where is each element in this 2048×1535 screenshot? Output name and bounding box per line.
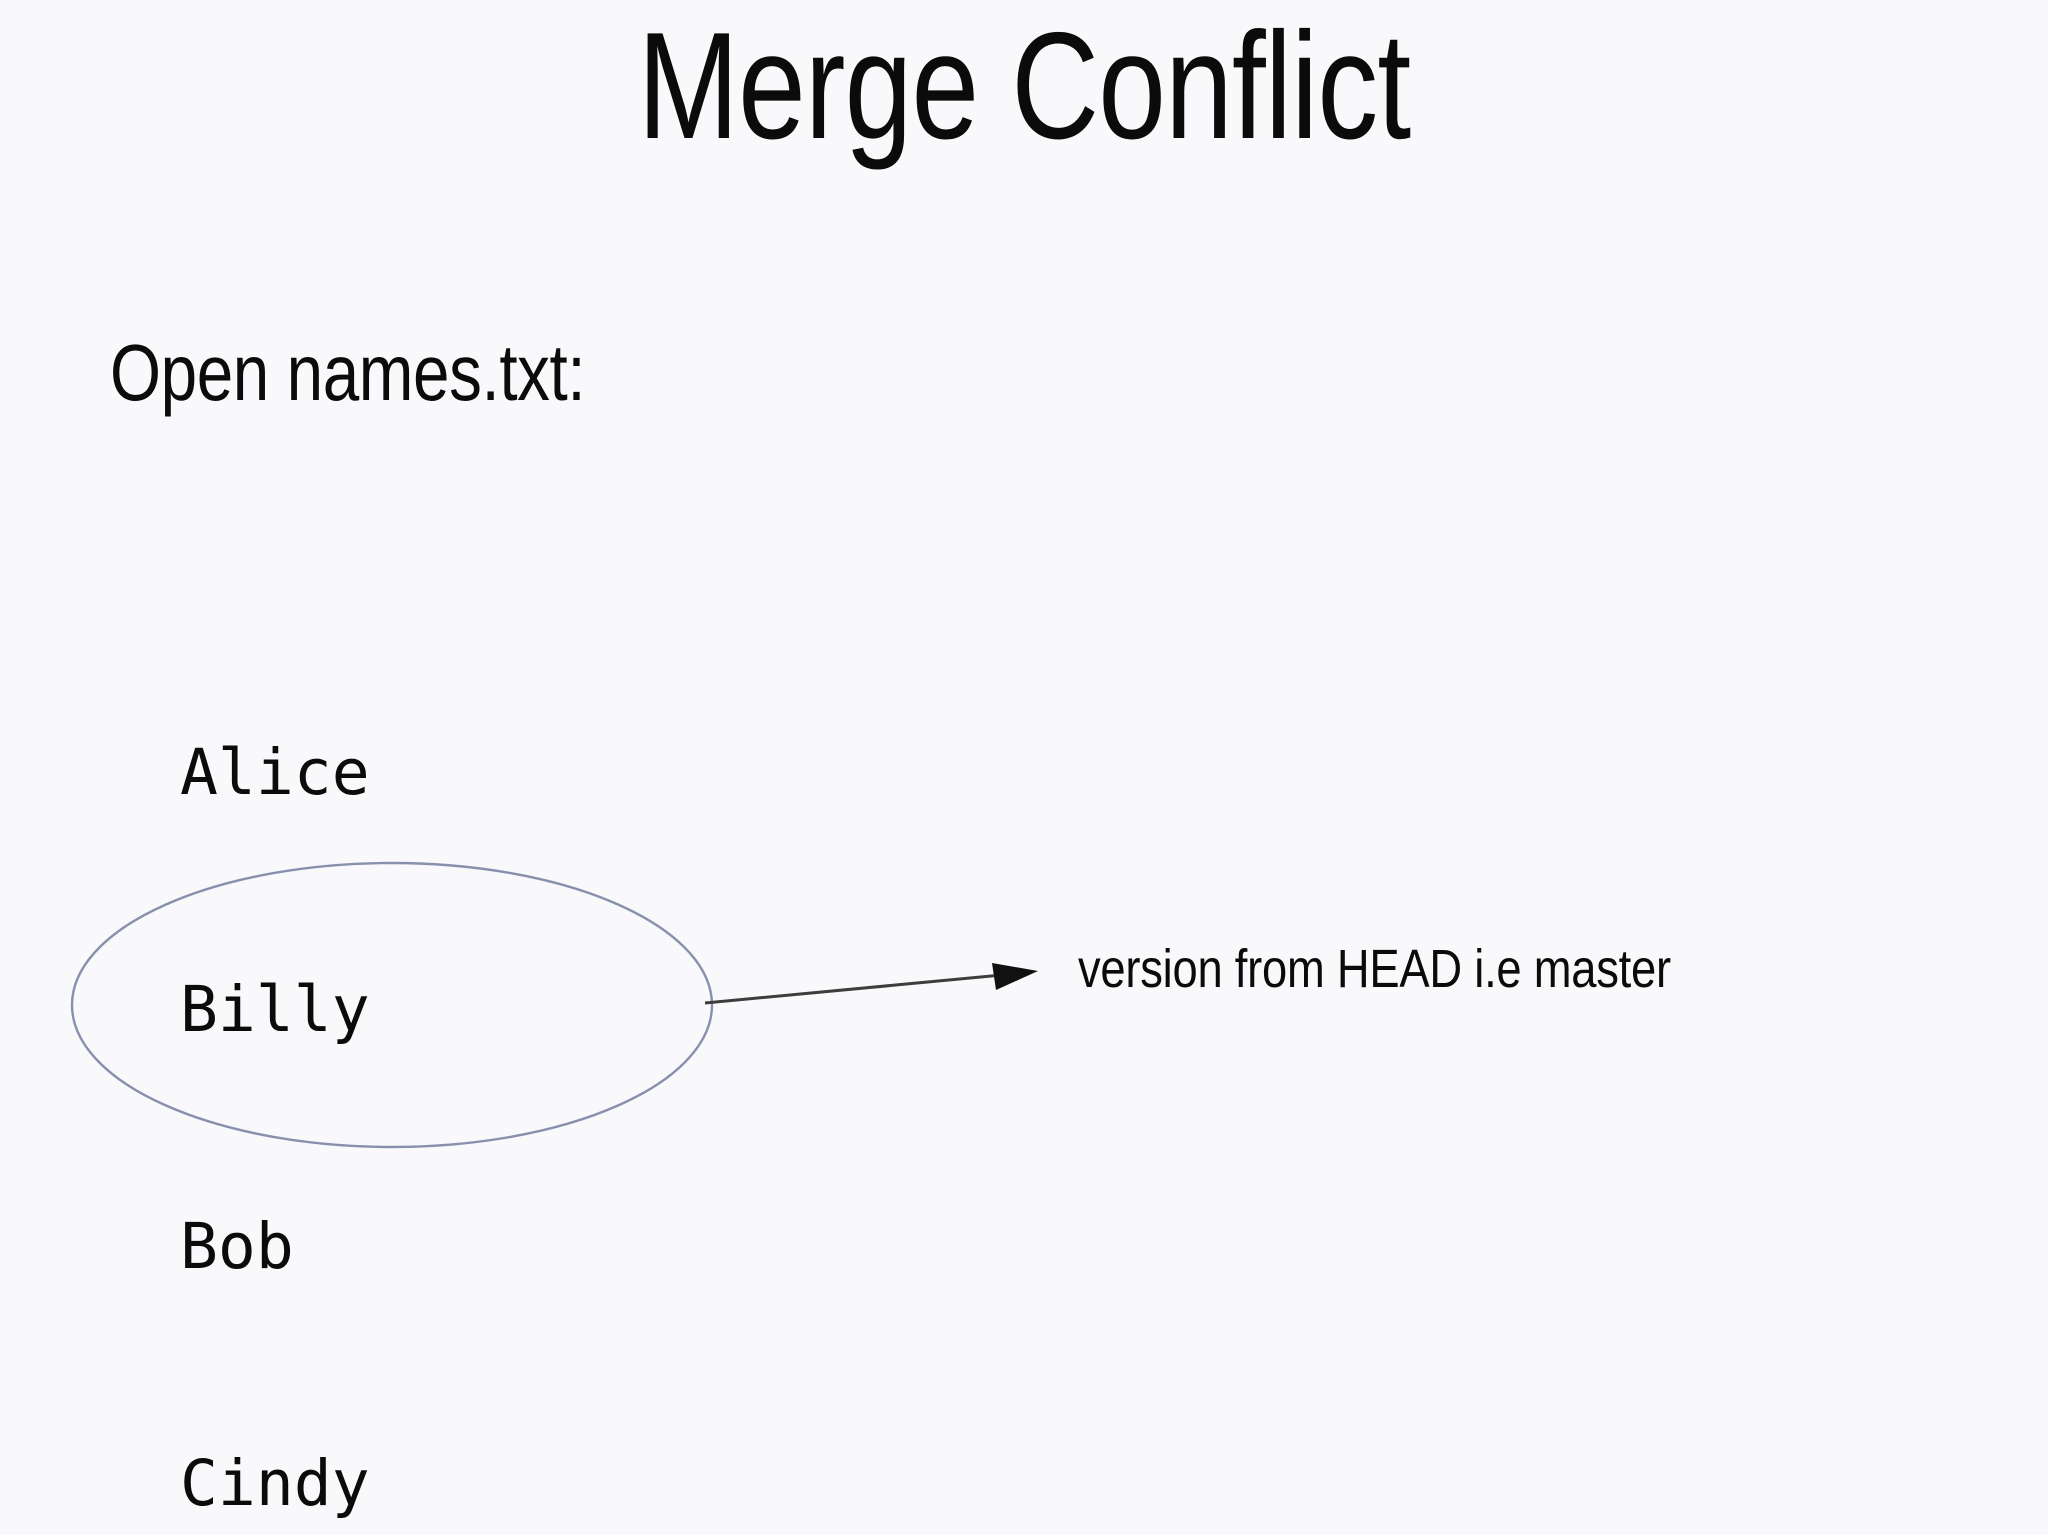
callout-arrow-head [992, 963, 1038, 990]
code-line: Alice [180, 736, 370, 809]
code-listing: Alice Billy Bob Cindy <<<<<<< HEAD Eve =… [180, 575, 787, 1535]
subtitle-open-file: Open names.txt: [110, 328, 586, 417]
code-line: Billy [180, 973, 370, 1046]
code-line: Cindy [180, 1447, 370, 1520]
callout-label: version from HEAD i.e master [1078, 939, 1671, 999]
page-title: Merge Conflict [637, 1, 1412, 171]
code-line: Bob [180, 1210, 294, 1283]
